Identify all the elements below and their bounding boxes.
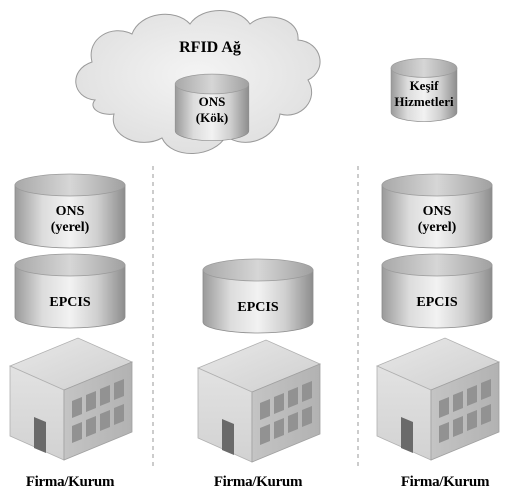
epcis-cylinder: EPCIS xyxy=(381,253,493,329)
root-ons-label-line1: ONS xyxy=(199,94,226,109)
company-building xyxy=(197,339,321,463)
local-ons-label-line1: ONS xyxy=(56,204,85,219)
epcis-label: EPCIS xyxy=(49,295,90,310)
local-ons-cylinder: ONS (yerel) xyxy=(381,173,493,249)
company-label: Firma/Kurum xyxy=(401,474,490,490)
company-building xyxy=(9,337,133,461)
company-label: Firma/Kurum xyxy=(26,474,115,490)
local-ons-label-line2: (yerel) xyxy=(418,220,457,235)
epcis-cylinder: EPCIS xyxy=(14,253,126,329)
local-ons-cylinder: ONS (yerel) xyxy=(14,173,126,249)
epcis-cylinder: EPCIS xyxy=(202,258,314,334)
column-left: ONS (yerel) EPCIS Firma/Kurum xyxy=(9,173,133,490)
discovery-label-line2: Hizmetleri xyxy=(394,94,454,109)
column-middle: EPCIS Firma/Kurum xyxy=(197,258,321,490)
root-ons-cylinder: ONS (Kök) xyxy=(174,73,250,142)
company-label: Firma/Kurum xyxy=(214,474,303,490)
epcis-label: EPCIS xyxy=(416,295,457,310)
local-ons-label-line2: (yerel) xyxy=(51,220,90,235)
column-right: ONS (yerel) EPCIS Firma/Kurum xyxy=(376,173,500,490)
epcis-label: EPCIS xyxy=(237,300,278,315)
root-ons-label-line2: (Kök) xyxy=(196,110,229,125)
cloud-label: RFID Ağ xyxy=(179,39,241,56)
local-ons-label-line1: ONS xyxy=(423,204,452,219)
discovery-services-cylinder: Keşif Hizmetleri xyxy=(390,58,458,122)
discovery-label-line1: Keşif xyxy=(410,78,440,93)
company-building xyxy=(376,337,500,461)
